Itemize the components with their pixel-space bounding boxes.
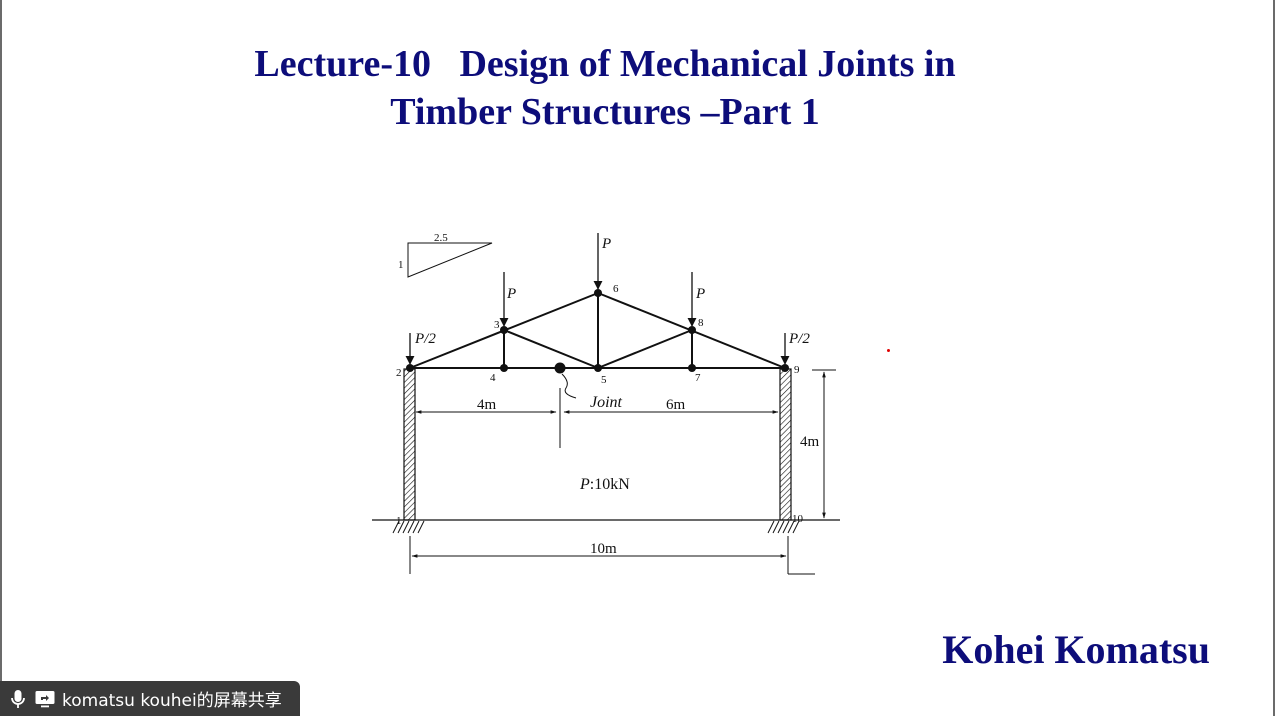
- node-label-7: 7: [695, 372, 701, 384]
- screen-share-icon[interactable]: [34, 689, 56, 709]
- load-value: P:10kN: [579, 476, 630, 493]
- load-value-symbol: P: [579, 476, 590, 493]
- screen-share-bar[interactable]: komatsu kouhei的屏幕共享: [0, 681, 300, 716]
- left-column: [403, 368, 416, 521]
- node-label-4: 4: [490, 372, 496, 384]
- node-label-9: 9: [794, 364, 800, 376]
- slide-title-line-1: Lecture-10 Design of Mechanical Joints i…: [254, 43, 956, 85]
- node-label-8: 8: [698, 317, 704, 329]
- microphone-icon[interactable]: [6, 687, 30, 711]
- node-label-6: 6: [613, 283, 619, 295]
- node-label-5: 5: [601, 374, 607, 386]
- window-border-right: [1273, 0, 1275, 716]
- window-border-left: [0, 0, 2, 716]
- node-label-10: 10: [792, 513, 804, 525]
- right-ground-hatch: [767, 520, 800, 534]
- load-arrows: [405, 233, 790, 365]
- node-label-1: 1: [396, 515, 402, 527]
- dim-left-span: 4m: [477, 397, 497, 413]
- total-span-dimension: [409, 536, 815, 575]
- load-label-node8: P: [695, 286, 705, 302]
- node-label-3: 3: [494, 319, 500, 331]
- joint-leader: [561, 373, 577, 399]
- load-labels: P P P P/2 P/2: [414, 236, 810, 347]
- load-label-node3: P: [506, 286, 516, 302]
- slide-title-line-2: Timber Structures –Part 1: [390, 91, 820, 133]
- span-dimension-lines: [415, 388, 779, 448]
- dim-total-span: 10m: [590, 541, 617, 557]
- slide-title: Lecture-10 Design of Mechanical Joints i…: [120, 40, 1090, 136]
- truss-members: [409, 292, 786, 369]
- author-name: Kohei Komatsu: [942, 627, 1210, 672]
- dim-height: 4m: [800, 434, 820, 450]
- joint-marker: [554, 362, 566, 374]
- dim-right-span: 6m: [666, 397, 686, 413]
- joint-label: Joint: [590, 394, 623, 411]
- load-label-top: P: [601, 236, 611, 252]
- node-label-2: 2: [396, 367, 402, 379]
- right-column: [779, 368, 792, 521]
- left-ground-hatch: [392, 520, 425, 534]
- load-label-right-half: P/2: [788, 331, 810, 347]
- slope-run-label: 2.5: [434, 232, 448, 244]
- node-labels: 1 2 3 4 5 6 7 8 9 10: [396, 283, 804, 527]
- pointer-dot: [887, 349, 890, 352]
- load-value-amount: :10kN: [590, 476, 630, 493]
- load-label-left-half: P/2: [414, 331, 436, 347]
- truss-nodes: [406, 289, 789, 374]
- screen-share-text: komatsu kouhei的屏幕共享: [62, 691, 282, 711]
- slope-rise-label: 1: [398, 259, 404, 271]
- slope-indicator: 2.5 1: [398, 232, 493, 278]
- height-dimension: [812, 369, 836, 519]
